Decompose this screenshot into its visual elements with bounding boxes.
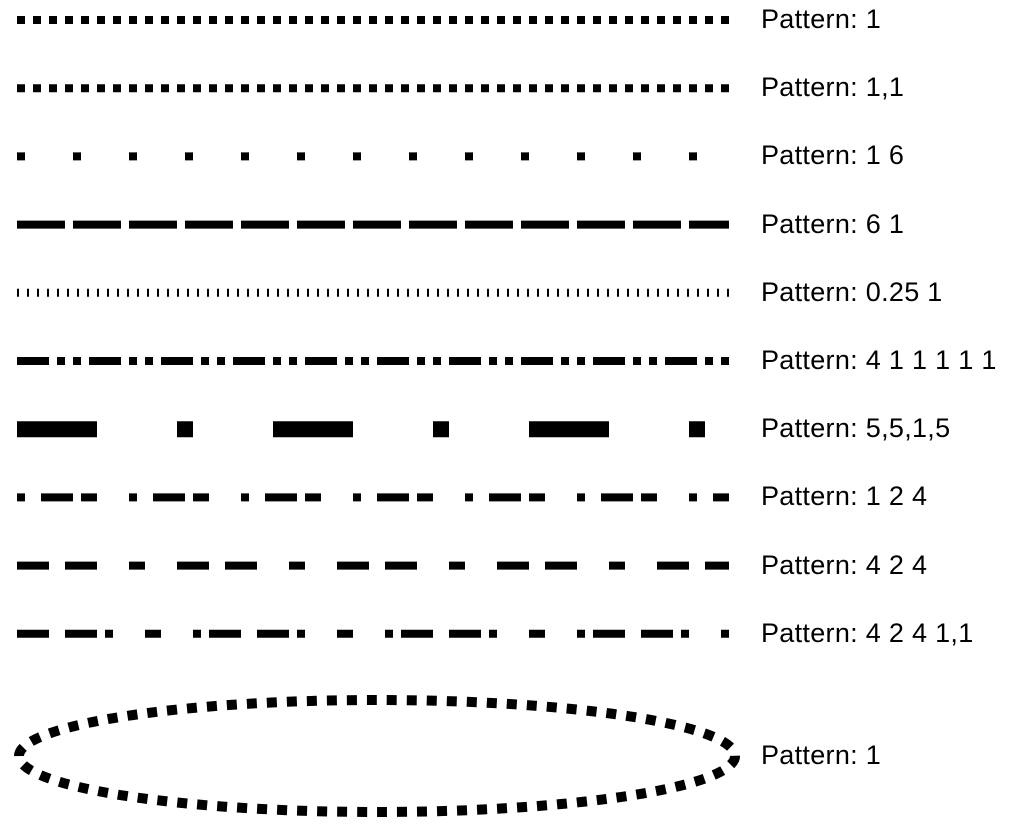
dashed-ellipse — [14, 695, 740, 817]
pattern-label: Pattern: 1 — [761, 4, 882, 35]
pattern-label: Pattern: 1 — [761, 740, 882, 771]
pattern-label: Pattern: 0.25 1 — [761, 276, 943, 307]
pattern-label: Pattern: 4 2 4 1,1 — [761, 617, 974, 648]
pattern-label: Pattern: 4 1 1 1 1 1 — [761, 345, 997, 376]
pattern-label: Pattern: 1 2 4 — [761, 481, 928, 512]
pattern-label: Pattern: 1,1 — [761, 72, 905, 103]
pattern-label: Pattern: 5,5,1,5 — [761, 413, 951, 444]
pattern-label: Pattern: 6 1 — [761, 208, 905, 239]
pattern-label: Pattern: 1 6 — [761, 140, 905, 171]
pattern-label: Pattern: 4 2 4 — [761, 549, 928, 580]
